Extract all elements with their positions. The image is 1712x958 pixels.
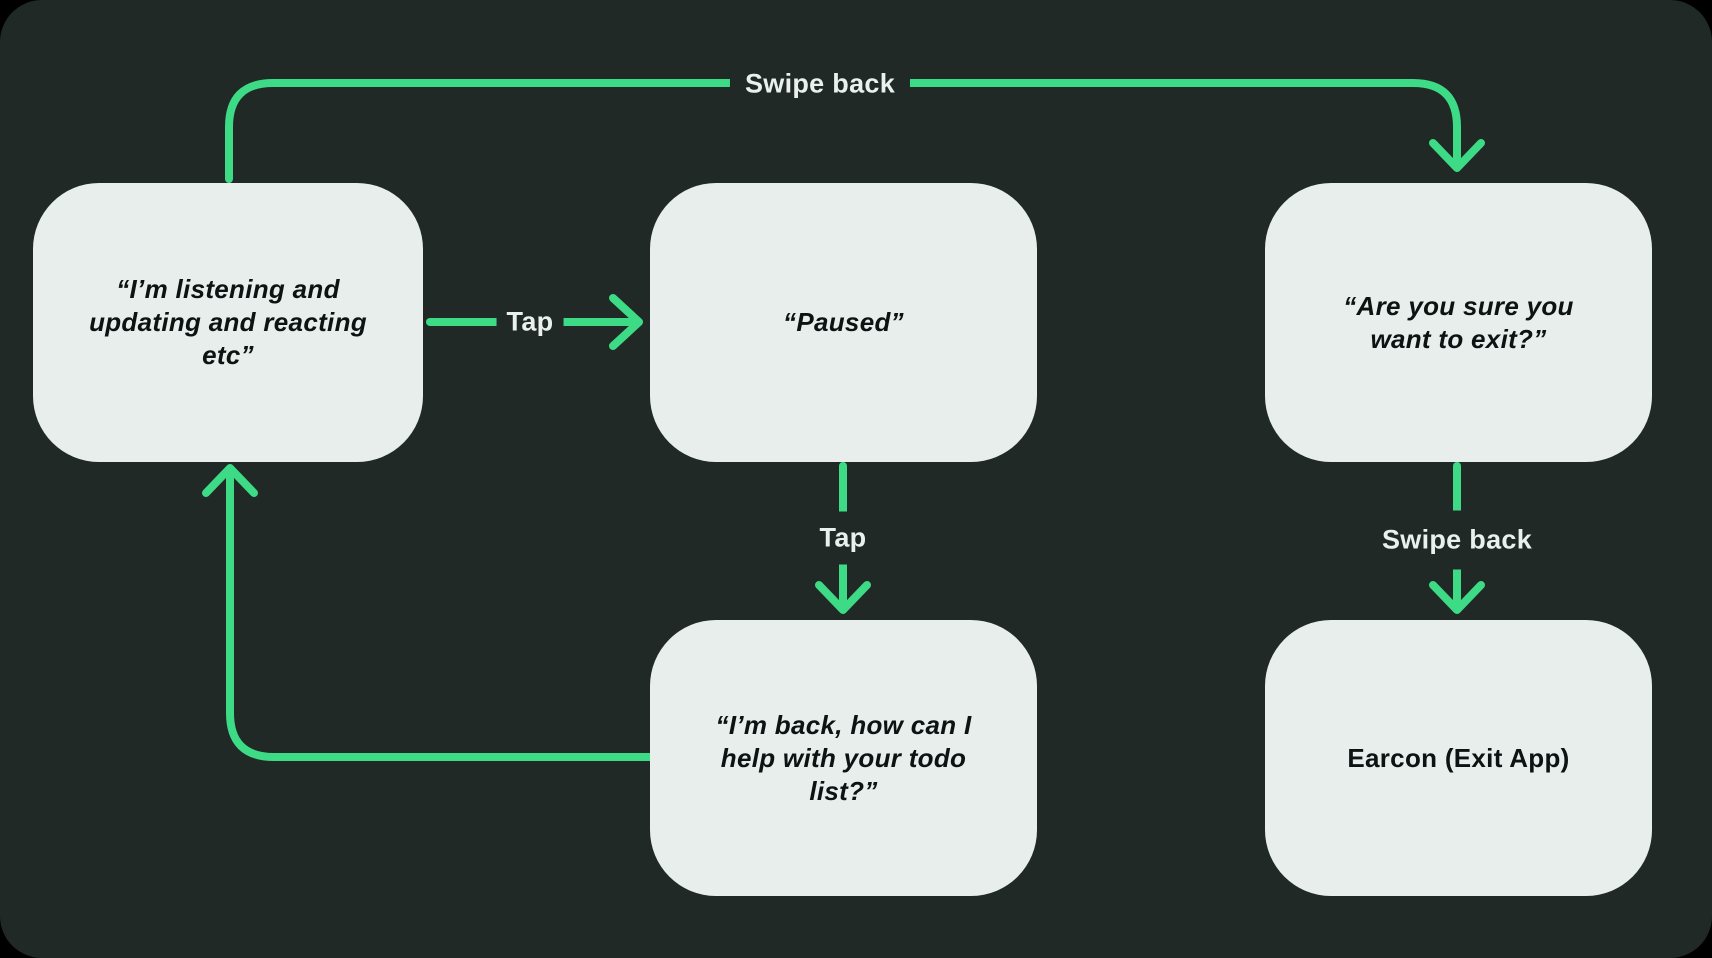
edge-label-swipe-back-down: Swipe back: [1367, 510, 1547, 570]
edge-label-swipe-back-top: Swipe back: [729, 64, 911, 104]
edge-label-tap-down: Tap: [805, 511, 881, 565]
flow-node-listening-text: “I’m listening and updating and reacting…: [89, 274, 367, 370]
flow-node-paused: “Paused”: [650, 183, 1037, 462]
flow-node-exit-confirm-text: “Are you sure you want to exit?”: [1343, 290, 1574, 354]
flow-node-earcon: Earcon (Exit App): [1265, 620, 1652, 896]
edge-label-tap-right: Tap: [496, 296, 564, 348]
arrowhead-up-icon: [202, 464, 258, 497]
arrowhead-right-icon: [609, 294, 643, 350]
flow-node-back-text: “I’m back, how can I help with your todo…: [715, 709, 972, 806]
flow-node-paused-text: “Paused”: [783, 307, 904, 337]
arrowhead-down-icon: [815, 581, 871, 614]
connector-loop-back-line: [226, 467, 654, 761]
flow-node-back: “I’m back, how can I help with your todo…: [650, 620, 1037, 896]
flow-node-listening: “I’m listening and updating and reacting…: [33, 183, 423, 462]
arrowhead-down-icon: [1429, 581, 1485, 614]
arrowhead-down-icon: [1429, 139, 1485, 172]
connector-loop-back: [202, 464, 654, 761]
flow-node-earcon-text: Earcon (Exit App): [1347, 742, 1570, 773]
flow-node-exit-confirm: “Are you sure you want to exit?”: [1265, 183, 1652, 462]
